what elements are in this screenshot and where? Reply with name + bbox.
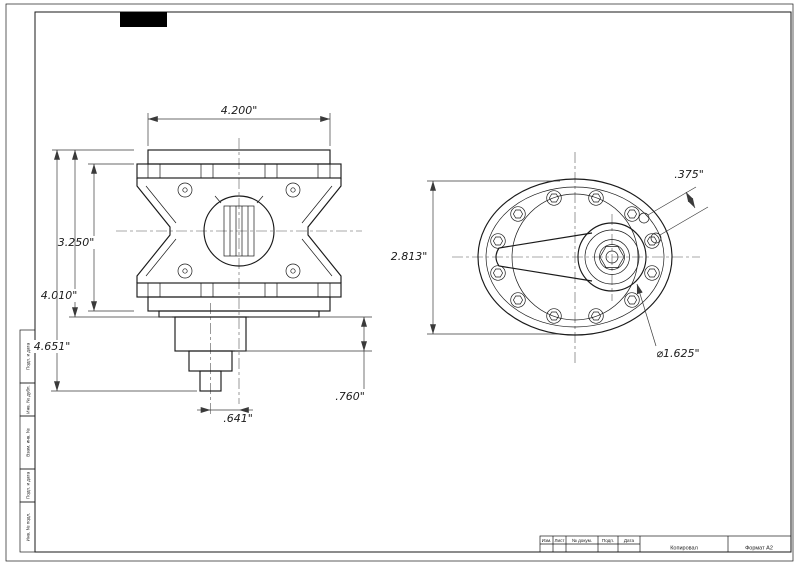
pump-side-outline xyxy=(136,149,342,312)
dim-body-height-label: 3.250" xyxy=(58,236,95,249)
dim-port-width: .375" xyxy=(647,168,709,236)
margin-stamp-label: Подп. и дата xyxy=(26,343,31,371)
inlet-funnel xyxy=(495,232,593,282)
dim-regulator-height: .760" xyxy=(235,316,372,403)
port-bolts xyxy=(638,212,662,244)
format-label: Формат А2 xyxy=(745,546,773,552)
dim-outlet-offset-label: .641" xyxy=(223,412,253,425)
margin-stamps: Подп. и дата Инв. № дубл. Взам. инв. № П… xyxy=(19,329,36,553)
dim-width-label: 4.200" xyxy=(221,104,258,117)
end-view: 2.813" .375" ⌀1.625" xyxy=(389,152,709,365)
dim-outlet-offset: .641" xyxy=(197,407,253,425)
dim-regulator-height-label: .760" xyxy=(335,390,365,403)
title-block-header: № докум. xyxy=(572,538,592,543)
title-block-header: Дата xyxy=(624,538,635,543)
title-block-header: Подп. xyxy=(602,538,614,543)
title-block: Изм. Лист № докум. Подп. Дата Копировал … xyxy=(539,535,792,553)
dim-hub-diameter-label: ⌀1.625" xyxy=(656,347,699,360)
margin-stamp-label: Взам. инв. № xyxy=(26,428,31,457)
outlet-stack xyxy=(158,310,320,392)
dim-hub-diameter: ⌀1.625" xyxy=(636,283,700,360)
dim-overall-height-label: 4.651" xyxy=(34,340,71,353)
side-view: 4.200" 3.250" 4.010" 4.651" xyxy=(32,103,372,425)
hex-nut xyxy=(599,246,625,268)
shaft-hub xyxy=(577,222,647,292)
dim-height: 2.813" xyxy=(389,180,560,335)
dim-flange-height-label: 4.010" xyxy=(41,289,78,302)
dim-overall-height: 4.651" xyxy=(32,149,197,392)
pump-end-outline xyxy=(477,178,673,336)
title-block-header: Изм. xyxy=(542,538,552,543)
sheet-border xyxy=(5,3,794,562)
dim-width: 4.200" xyxy=(147,103,331,146)
dim-height-label: 2.813" xyxy=(391,250,428,263)
side-bolts xyxy=(177,182,301,279)
dim-port-width-label: .375" xyxy=(674,168,704,181)
dim-flange-height: 4.010" xyxy=(39,149,172,318)
margin-stamp-label: Инв. № дубл. xyxy=(26,385,31,413)
margin-stamp-label: Подп. и дата xyxy=(26,472,31,500)
gear-bore xyxy=(203,195,275,267)
margin-stamp-label: Инв. № подл. xyxy=(26,513,31,542)
top-stamp-redacted xyxy=(120,12,167,27)
title-block-header: Лист xyxy=(555,538,566,543)
copied-label: Копировал xyxy=(670,546,698,552)
